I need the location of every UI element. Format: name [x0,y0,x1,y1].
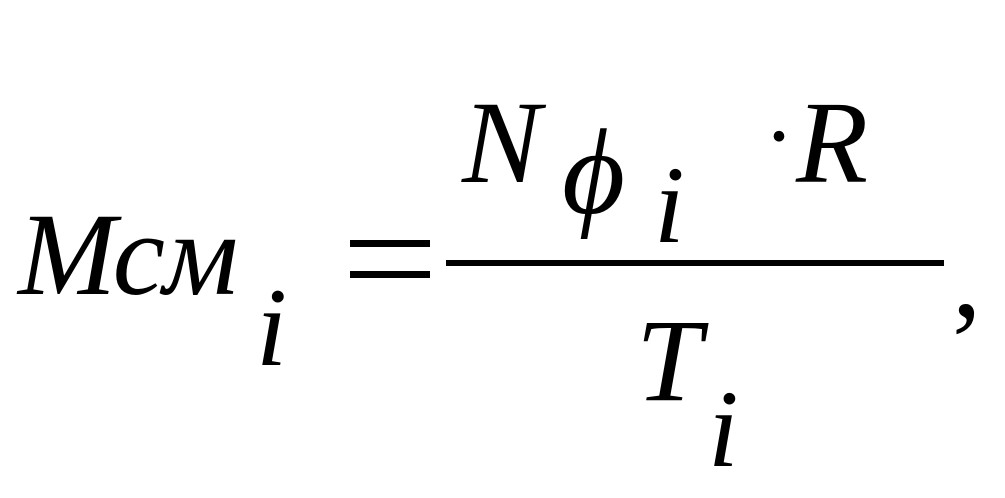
equals-sign [350,240,430,278]
fraction-bar [446,260,944,266]
multiply-dot: · [764,87,794,186]
numerator-phi: ϕ [562,105,626,240]
denominator-t: T [636,295,702,426]
trailing-comma: , [952,211,982,342]
equals-top-bar [350,240,430,247]
numerator-r: R [796,77,869,208]
numerator-n: N [462,77,541,208]
numerator-subscript: i [654,144,685,266]
denominator-subscript: i [708,368,739,490]
lhs-subscript: i [256,266,288,390]
equals-bottom-bar [350,271,430,278]
lhs-symbol: Мсм [18,189,238,320]
